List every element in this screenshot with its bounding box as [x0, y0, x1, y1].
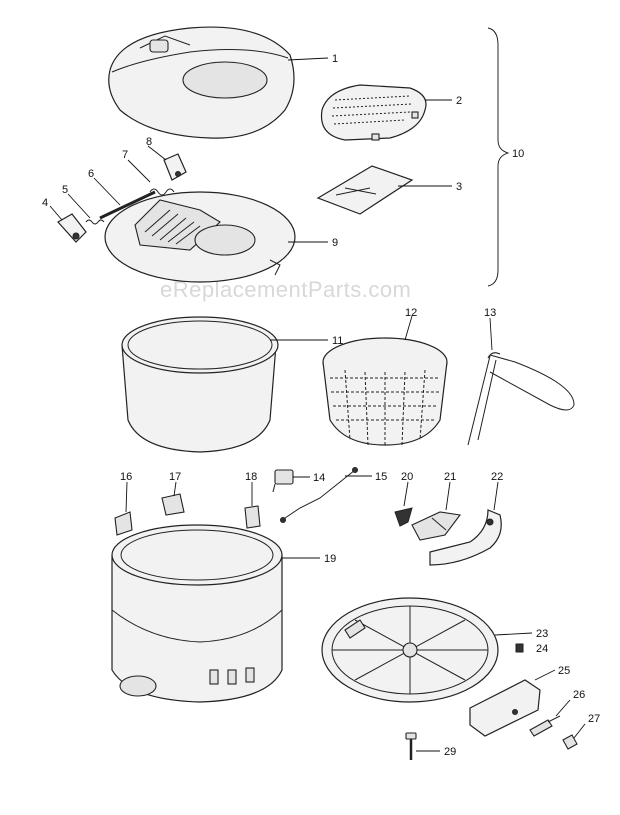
leader-23	[494, 632, 533, 636]
leader-1	[287, 57, 329, 61]
callout-29: 29	[444, 746, 456, 758]
callout-4: 4	[42, 197, 48, 209]
callout-12: 12	[405, 307, 417, 319]
part-knob	[394, 507, 413, 527]
callout-3: 3	[456, 181, 462, 193]
callout-16: 16	[120, 471, 132, 483]
leader-16	[125, 481, 128, 513]
part-cover-plate	[469, 679, 541, 737]
part-torsion-spring	[149, 188, 175, 196]
leader-8	[147, 145, 167, 161]
part-pad	[316, 165, 414, 215]
part-wire-harness	[280, 467, 358, 523]
callout-20: 20	[401, 471, 413, 483]
leader-20	[403, 481, 409, 507]
callout-6: 6	[88, 168, 94, 180]
leader-22	[493, 481, 499, 511]
part-spring	[85, 219, 105, 225]
callout-9: 9	[332, 237, 338, 249]
leader-26	[555, 699, 571, 717]
part-bowl	[121, 316, 279, 453]
part-basket-handle	[467, 352, 575, 446]
part-lid	[108, 26, 295, 139]
part-clip-17	[161, 493, 185, 516]
leader-13	[489, 317, 493, 351]
leader-17	[173, 481, 177, 497]
callout-27: 27	[588, 713, 600, 725]
part-hinge-clip	[163, 153, 187, 181]
part-switch	[272, 469, 294, 493]
part-cap	[562, 734, 578, 750]
callout-23: 23	[536, 628, 548, 640]
leader-27	[573, 723, 586, 739]
part-control-bracket	[411, 511, 461, 541]
part-inner-lid	[104, 191, 296, 283]
callout-10: 10	[512, 148, 524, 160]
leader-7	[127, 159, 151, 183]
part-control-panel	[429, 509, 502, 566]
callout-22: 22	[491, 471, 503, 483]
callout-7: 7	[122, 149, 128, 161]
part-base	[321, 597, 499, 703]
part-hinge-rod	[99, 190, 156, 220]
leader-6	[93, 177, 121, 206]
callout-1: 1	[332, 53, 338, 65]
callout-18: 18	[245, 471, 257, 483]
bracket-10	[487, 27, 510, 287]
callout-21: 21	[444, 471, 456, 483]
callout-11: 11	[332, 335, 343, 347]
part-housing	[111, 524, 283, 703]
callout-2: 2	[456, 95, 462, 107]
part-fuse	[529, 715, 561, 737]
part-screw	[405, 732, 417, 760]
leader-25	[534, 669, 556, 681]
part-filter	[320, 84, 427, 141]
callout-8: 8	[146, 136, 152, 148]
leader-21	[445, 481, 451, 511]
callout-25: 25	[558, 665, 570, 677]
part-basket	[322, 337, 448, 446]
leader-12	[404, 315, 413, 341]
leader-5	[67, 193, 91, 219]
callout-15: 15	[375, 471, 387, 483]
part-clip-16	[114, 511, 133, 536]
part-hinge-bracket	[57, 213, 87, 243]
callout-14: 14	[313, 472, 325, 484]
callout-13: 13	[484, 307, 496, 319]
callout-5: 5	[62, 184, 68, 196]
callout-26: 26	[573, 689, 585, 701]
part-fastener	[515, 643, 524, 653]
part-clip-18	[244, 505, 261, 529]
leader-4	[49, 205, 63, 221]
callout-24: 24	[536, 643, 548, 655]
callout-19: 19	[324, 553, 336, 565]
callout-17: 17	[169, 471, 181, 483]
